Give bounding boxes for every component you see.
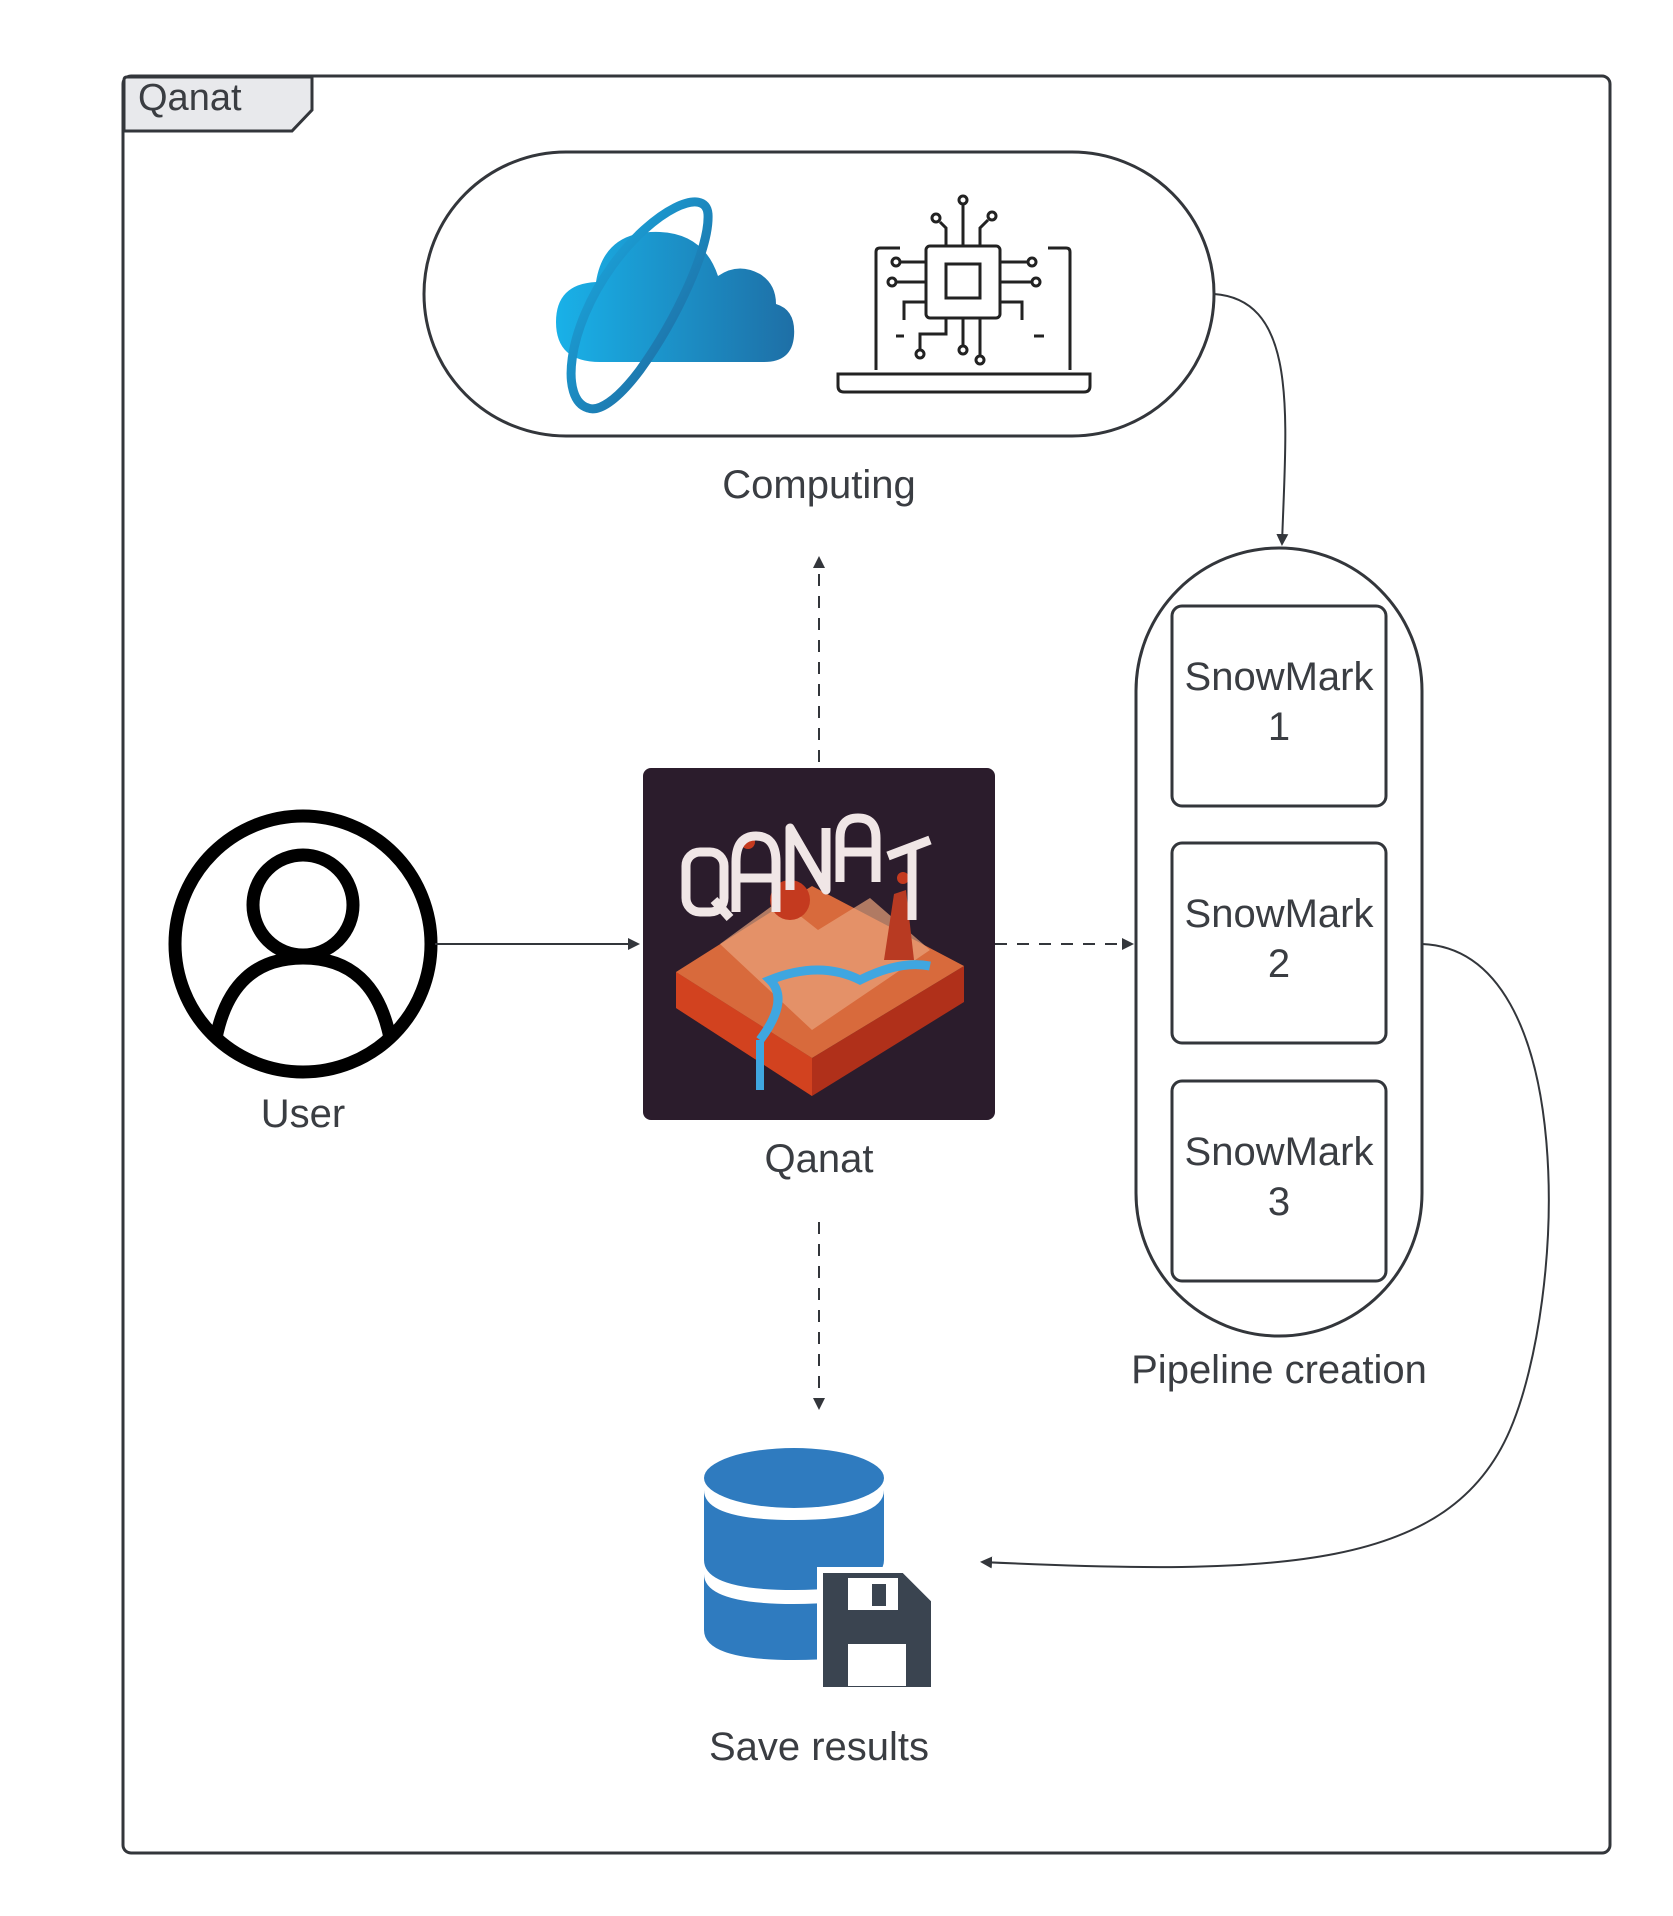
stage-3-name: SnowMark [1185,1130,1375,1174]
pipeline-stage-1: SnowMark 1 [1170,604,1388,808]
chip-laptop-icon [836,194,1092,394]
connectors [435,293,1550,1569]
database-save-icon [704,1448,937,1693]
frame-title-tab [122,75,314,133]
qanat-node: Qanat [643,768,995,1181]
pipeline-stage-2: SnowMark 2 [1170,841,1388,1045]
arrow-pipeline-to-save [980,943,1550,1569]
qanat-logo [643,768,995,1120]
pipeline-label: Pipeline creation [1131,1348,1427,1392]
cloud-icon [556,197,795,414]
user-label: User [261,1092,345,1136]
save-node: Save results [704,1448,937,1769]
computing-group: Computing [422,150,1216,507]
stage-1-name: SnowMark [1185,655,1375,699]
stage-2-number: 2 [1268,942,1290,986]
arrow-computing-to-pipeline [1213,293,1289,546]
user-node: User [168,809,438,1136]
computing-label: Computing [722,463,915,507]
stage-3-number: 3 [1268,1180,1290,1224]
stage-1-number: 1 [1268,705,1290,749]
floppy-disk-icon [817,1567,937,1693]
pipeline-group: SnowMark 1 SnowMark 2 SnowMark 3 Pipelin… [1131,546,1427,1392]
pipeline-stage-3: SnowMark 3 [1170,1079,1388,1283]
qanat-label: Qanat [765,1137,874,1181]
computing-container [422,150,1216,438]
stage-2-name: SnowMark [1185,892,1375,936]
user-avatar-icon [168,809,438,1079]
frame-title: Qanat [138,77,242,119]
qanat-frame: Qanat [121,74,1612,1855]
save-label: Save results [709,1725,929,1769]
